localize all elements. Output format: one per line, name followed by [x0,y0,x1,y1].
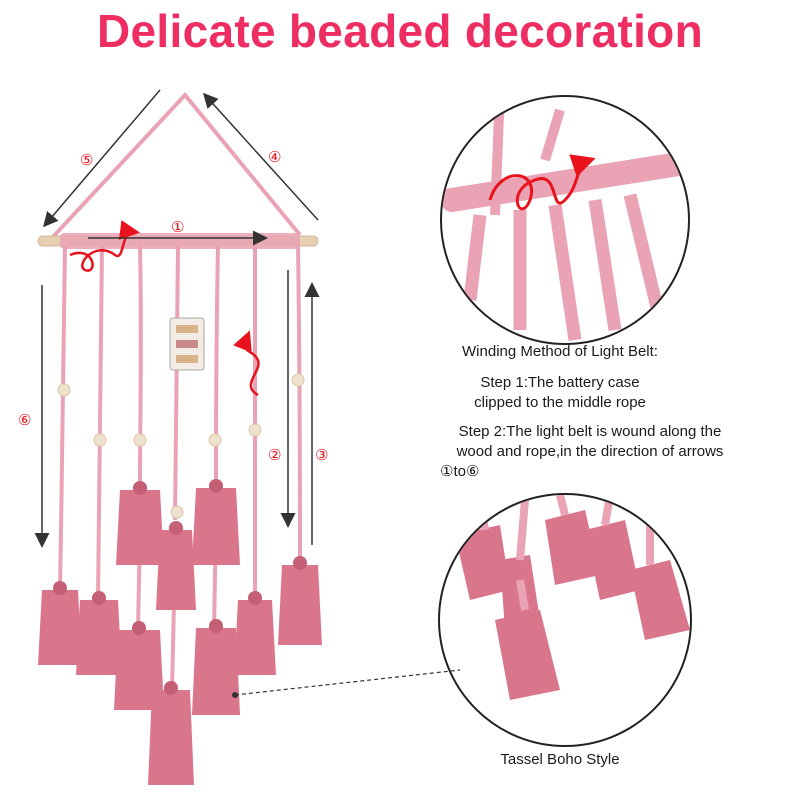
marker-6: ⑥ [18,411,31,429]
zoom-top-detail [440,95,690,345]
step-1-line-2: clipped to the middle rope [474,394,646,411]
winding-method-heading: Winding Method of Light Belt: [462,343,658,360]
marker-5: ⑤ [80,151,93,169]
step-2-text: Step 2:The light belt is wound along the… [440,422,740,482]
step-2-line-2: wood and rope,in the direction of arrows [456,443,724,460]
tassel-caption: Tassel Boho Style [500,751,620,768]
tassel-knots [53,479,307,695]
step-2-line-3: ①to⑥ [440,463,480,480]
zoom-bottom-detail [438,493,692,747]
wall-hanging [37,91,322,785]
step-1-line-1: Step 1:The battery case [480,374,640,391]
step-2-line-1: Step 2:The light belt is wound along the [458,423,722,440]
marker-2: ② [268,446,281,464]
page-title: Delicate beaded decoration [97,5,703,57]
battery-case [169,317,205,371]
tassels [38,488,322,785]
direction-guides [34,89,320,548]
marker-1: ① [171,218,184,236]
step-markers: ⑤ ④ ① ⑥ ② ③ [18,148,328,464]
step-1-text: Step 1:The battery case clipped to the m… [430,373,690,413]
marker-3: ③ [315,446,328,464]
wooden-beads [57,373,305,519]
winding-arrows [69,220,260,397]
hanging-rope [48,91,302,242]
connector-line [234,669,461,696]
marker-4: ④ [268,148,281,166]
connector-dot [232,692,238,698]
